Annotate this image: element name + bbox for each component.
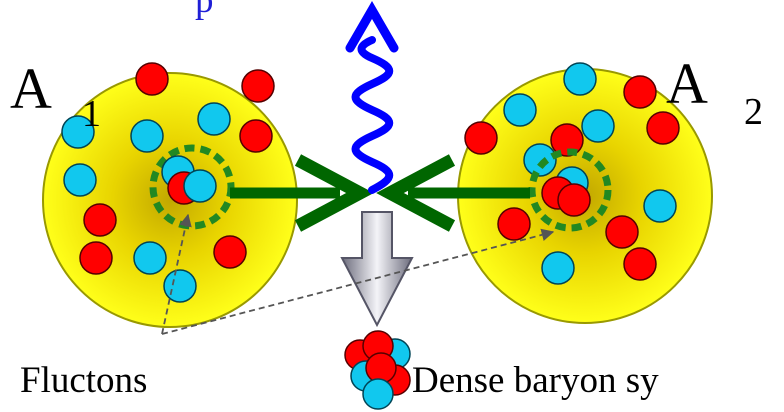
down-arrow-icon	[340, 211, 414, 328]
proton	[497, 207, 531, 241]
proton	[241, 69, 275, 103]
photon-icon	[345, 1, 399, 194]
proton	[79, 241, 113, 275]
neutron	[163, 269, 197, 303]
proton	[646, 111, 680, 145]
fluctons-label: Fluctons	[20, 360, 147, 401]
nucleus-left-label: A	[10, 56, 52, 121]
fluctons-pointers	[161, 213, 555, 335]
proton	[557, 183, 591, 217]
neutron	[130, 119, 164, 153]
neutron	[643, 189, 677, 223]
proton	[623, 75, 657, 109]
nucleus-right-subscript: 2	[744, 91, 763, 133]
dense-baryon-label: Dense baryon sy	[412, 360, 659, 401]
top-partial-text: p	[195, 0, 214, 21]
baryon-cluster-icon	[344, 330, 411, 410]
nucleus-left-subscript: 1	[82, 93, 101, 135]
proton	[213, 235, 247, 269]
proton	[239, 119, 273, 153]
proton	[605, 215, 639, 249]
fluction-right	[528, 148, 612, 232]
neutron	[563, 62, 597, 96]
proton	[83, 203, 117, 237]
fluction-ring	[528, 148, 612, 232]
neutron	[183, 169, 217, 203]
label-a2: A 2	[666, 51, 763, 133]
fluction-left	[149, 144, 235, 230]
neutron	[541, 251, 575, 285]
proton	[464, 121, 498, 155]
fluction-ring	[149, 144, 235, 230]
collision-arrow-right	[376, 154, 530, 232]
collision-arrow-left	[230, 154, 374, 232]
neutron	[523, 143, 557, 177]
neutron	[581, 109, 615, 143]
neutron	[63, 163, 97, 197]
label-a1: A 1	[10, 56, 101, 135]
neutron	[197, 102, 231, 136]
nucleus-right-label: A	[666, 51, 708, 116]
neutron	[503, 93, 537, 127]
proton	[623, 247, 657, 281]
nucleus-left	[42, 62, 298, 328]
proton	[135, 62, 169, 96]
proton	[550, 123, 584, 157]
neutron	[133, 241, 167, 275]
neutron	[61, 115, 95, 149]
